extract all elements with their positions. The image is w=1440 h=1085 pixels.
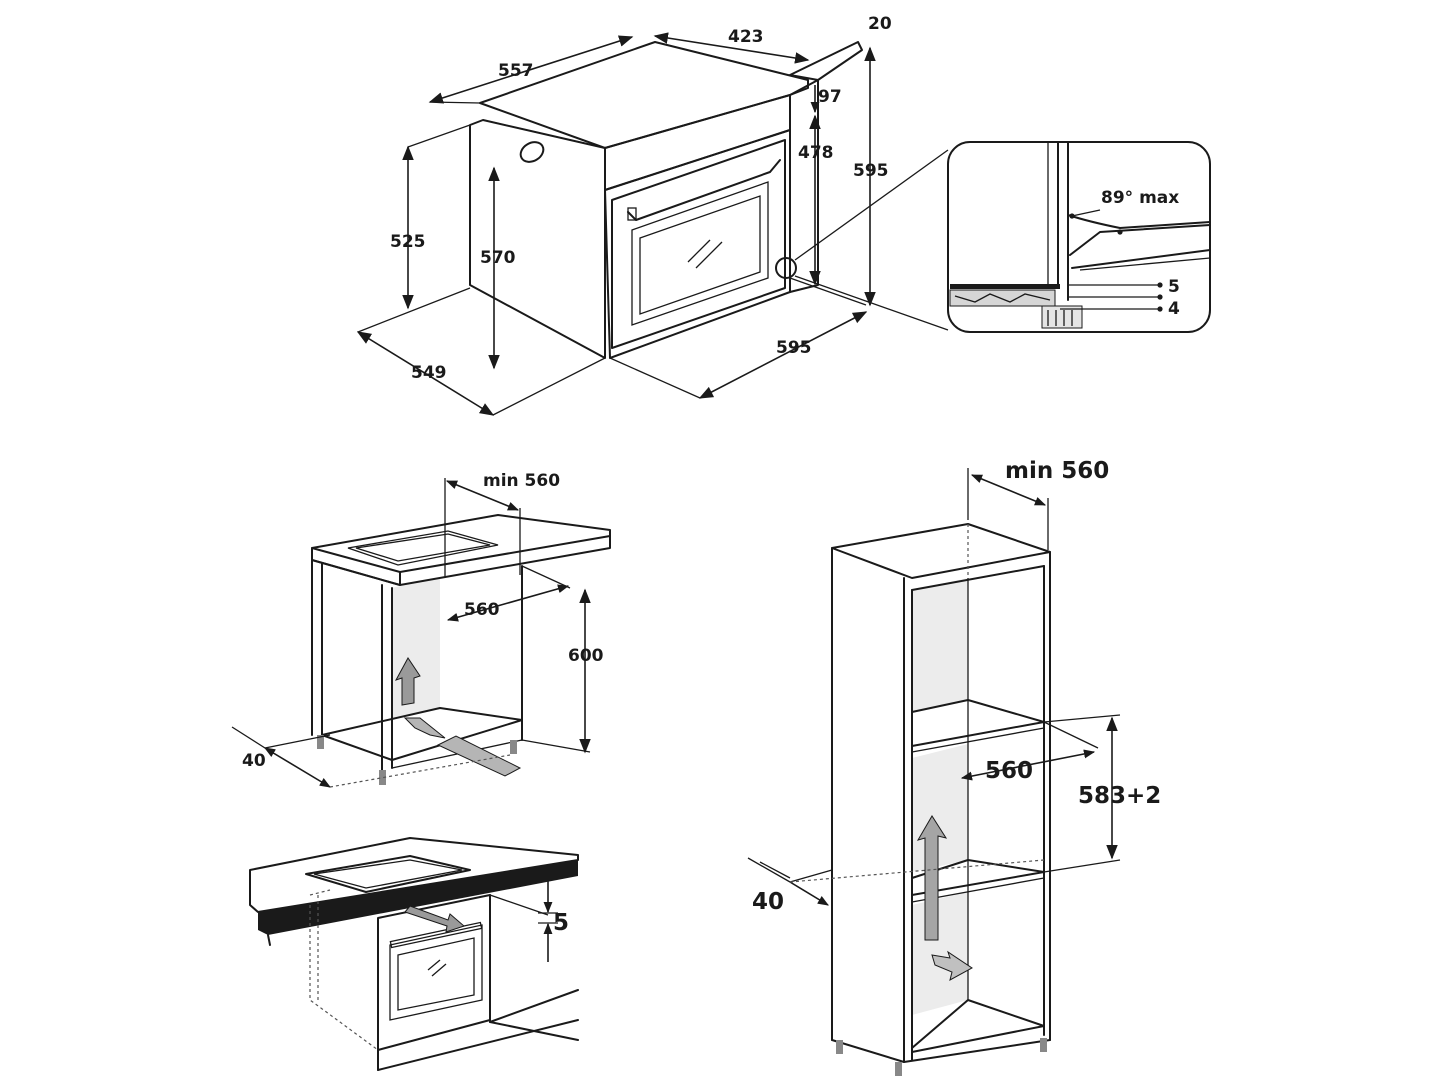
under-niche-height-label: 600 [568, 646, 604, 666]
countertop-drawing: 5 [249, 837, 579, 1071]
under-niche-depth-label: 560 [464, 600, 500, 620]
oven-drawing: 557 423 20 97 478 595 525 570 549 595 [356, 14, 949, 416]
countertop-gap-label: 5 [553, 910, 569, 936]
oven-door-height-label: 478 [798, 143, 834, 163]
tall-niche-height-label: 583+2 [1078, 783, 1161, 809]
under-counter-drawing: min 560 560 600 40 [231, 471, 611, 788]
under-width-min-label: min 560 [483, 471, 560, 491]
under-rear-gap-label: 40 [242, 751, 266, 771]
hinge-detail: 89° max 5 4 [947, 141, 1211, 333]
oven-side-depth-label: 549 [411, 363, 447, 383]
tall-niche-depth-label: 560 [985, 758, 1033, 784]
oven-panel-height-label: 97 [818, 87, 842, 107]
tall-rear-gap-label: 40 [752, 889, 784, 915]
oven-side-height-label: 525 [390, 232, 426, 252]
tall-width-min-label: min 560 [1005, 458, 1109, 484]
oven-depth-top-label: 423 [728, 27, 764, 47]
oven-front-width-label: 595 [776, 338, 812, 358]
oven-front-height-label: 570 [480, 248, 516, 268]
oven-width-top-label: 557 [498, 61, 534, 81]
detail-gap-bottom-label: 4 [1168, 299, 1180, 319]
tall-unit-drawing: min 560 560 583+2 40 [747, 458, 1161, 1076]
oven-top-gap-label: 20 [868, 14, 892, 34]
oven-total-height-label: 595 [853, 161, 889, 181]
detail-angle-label: 89° max [1101, 188, 1179, 208]
detail-gap-top-label: 5 [1168, 277, 1180, 297]
